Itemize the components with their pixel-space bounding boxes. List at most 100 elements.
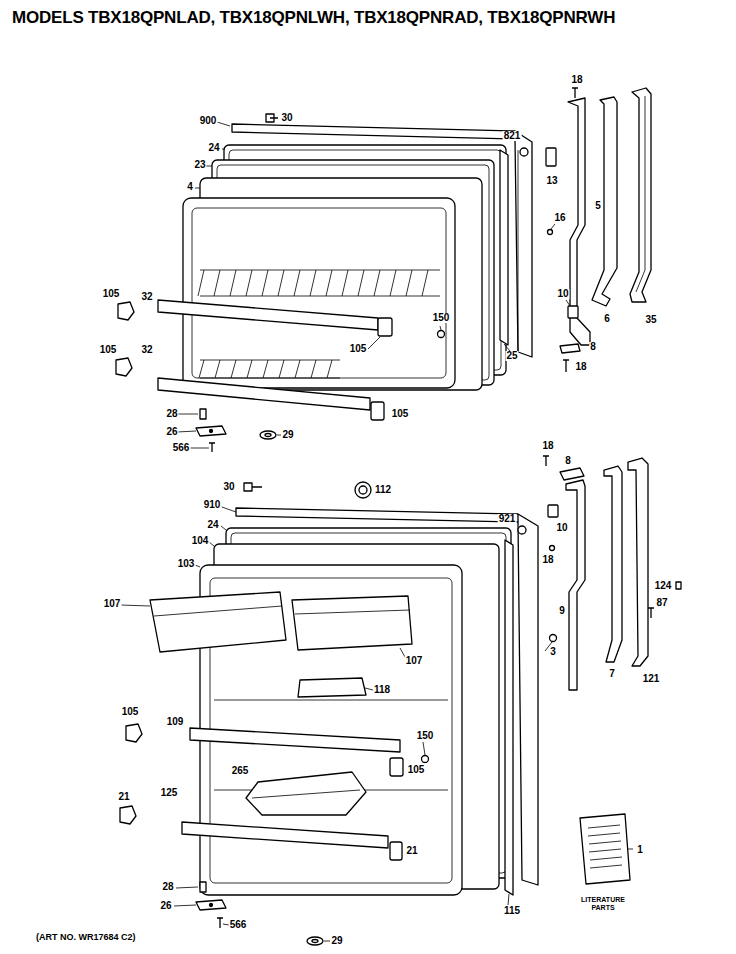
shelf-clip: [116, 302, 134, 376]
door-handle-part: [636, 96, 645, 292]
callout-number: 900: [199, 116, 218, 126]
shelf-bar-part: [182, 822, 388, 848]
callout-number: 32: [140, 292, 153, 302]
freezer-hinge-part: [563, 360, 569, 372]
leader-line-part: [209, 542, 214, 546]
door-bin-part: [292, 596, 412, 650]
callout-number: 910: [203, 500, 222, 510]
leader-line-part: [120, 605, 150, 606]
freezer-hinge-part: [568, 306, 578, 318]
callout-number: 107: [405, 656, 424, 666]
freezer-side-strip-part: [500, 150, 508, 345]
leader-line-part: [504, 344, 510, 351]
leader-line-part: [195, 565, 200, 567]
callout-number: 104: [191, 536, 210, 546]
freezer-hinge-part: [546, 148, 556, 166]
callout-number: 7: [608, 669, 616, 679]
fresh-food-hinge-part: [543, 456, 549, 466]
door-bin-part: [295, 610, 410, 614]
callout-number: 25: [505, 351, 518, 361]
shelf-bracket-part: [390, 842, 402, 860]
door-handle-part: [628, 458, 648, 666]
fresh-food-hinge-part: [550, 635, 557, 642]
callout-number: 105: [407, 765, 426, 775]
callout-number: 265: [231, 766, 250, 776]
callout-number: 105: [102, 289, 121, 299]
callout-number: 26: [165, 427, 178, 437]
callout-number: 105: [121, 707, 140, 717]
freezer-liner-part: [183, 198, 455, 388]
part-group-label: LITERATURE PARTS: [570, 896, 636, 912]
leader-line-part: [221, 526, 226, 530]
callout-number: 566: [229, 920, 248, 930]
small-hardware-part: [260, 431, 276, 439]
shelf-clip: [120, 724, 142, 824]
small-hardware-part: [266, 114, 278, 122]
small-hardware-part: [200, 882, 206, 892]
leader-line-part: [628, 849, 633, 850]
shelf-bar: [158, 300, 378, 410]
shelf-bar: [182, 728, 400, 848]
leader-line-part: [219, 506, 236, 512]
callout-number: 30: [222, 482, 235, 492]
callout-number: 28: [161, 882, 174, 892]
freezer-hinge-part: [560, 344, 580, 353]
callout-number: 10: [556, 289, 569, 299]
freezer-liner-part: [192, 208, 446, 378]
shelf-bar-part: [190, 728, 400, 752]
freezer-liner-part: [199, 360, 340, 378]
small-hardware-part: [196, 426, 226, 436]
leader-line-part: [189, 448, 209, 449]
door-handle: [592, 88, 651, 306]
callout-number: 105: [349, 344, 368, 354]
shelf-clip-part: [118, 302, 134, 320]
freezer-liner-part: [198, 270, 440, 296]
callout-number: 8: [564, 456, 572, 466]
fresh-food-side-strip-part: [505, 540, 513, 895]
callout-number: 112: [374, 485, 392, 495]
literature-booklet-part: [580, 814, 630, 884]
small-hardware-part: [359, 486, 367, 494]
small-hardware-part: [265, 434, 271, 437]
callout-number: 150: [416, 731, 435, 741]
callout-number: 1: [636, 845, 644, 855]
leader-line-part: [195, 188, 200, 189]
callout-number: 10: [555, 523, 568, 533]
callout-number: 107: [103, 599, 122, 609]
door-handle-part: [592, 97, 617, 306]
leader-line-part: [174, 905, 196, 906]
callout-number: 16: [553, 213, 566, 223]
small-hardware: [196, 114, 528, 452]
leader-line-part: [365, 688, 373, 690]
callout-number: 4: [186, 182, 194, 192]
leader-line-part: [176, 887, 198, 888]
door-bin-part: [298, 678, 366, 697]
small-hardware-part: [307, 937, 323, 945]
door-handle-part: [604, 466, 622, 662]
leader-line-part: [206, 166, 212, 167]
leader-line-part: [177, 414, 198, 415]
door-bin-part: [150, 592, 286, 652]
shelf-bracket-part: [390, 758, 403, 776]
small-hardware-part: [217, 918, 223, 928]
callout-number: 18: [574, 362, 587, 372]
fresh-food-door-panel-part: [517, 514, 518, 522]
callout-number: 3: [549, 647, 557, 657]
callout-number: 821: [503, 131, 522, 141]
shelf-bracket: [371, 318, 392, 420]
fresh-food-hinge-part: [548, 505, 558, 517]
callout-number: 26: [159, 901, 172, 911]
callout-number: 8: [589, 342, 597, 352]
callout-number: 24: [206, 520, 219, 530]
small-hardware-part: [520, 148, 528, 156]
leader-line-part: [277, 435, 281, 436]
shelf-bar-part: [158, 378, 370, 410]
freezer-hinge: [546, 88, 590, 372]
callout-number: 30: [280, 113, 293, 123]
fresh-food-side-strip: [505, 540, 513, 895]
art-number-caption: (ART NO. WR17684 C2): [36, 932, 136, 942]
freezer-hinge-part: [572, 88, 578, 98]
fresh-food-hinge: [543, 456, 585, 690]
small-hardware-part: [200, 409, 206, 419]
diagram-title: MODELS TBX18QPNLAD, TBX18QPNLWH, TBX18QP…: [12, 8, 615, 28]
